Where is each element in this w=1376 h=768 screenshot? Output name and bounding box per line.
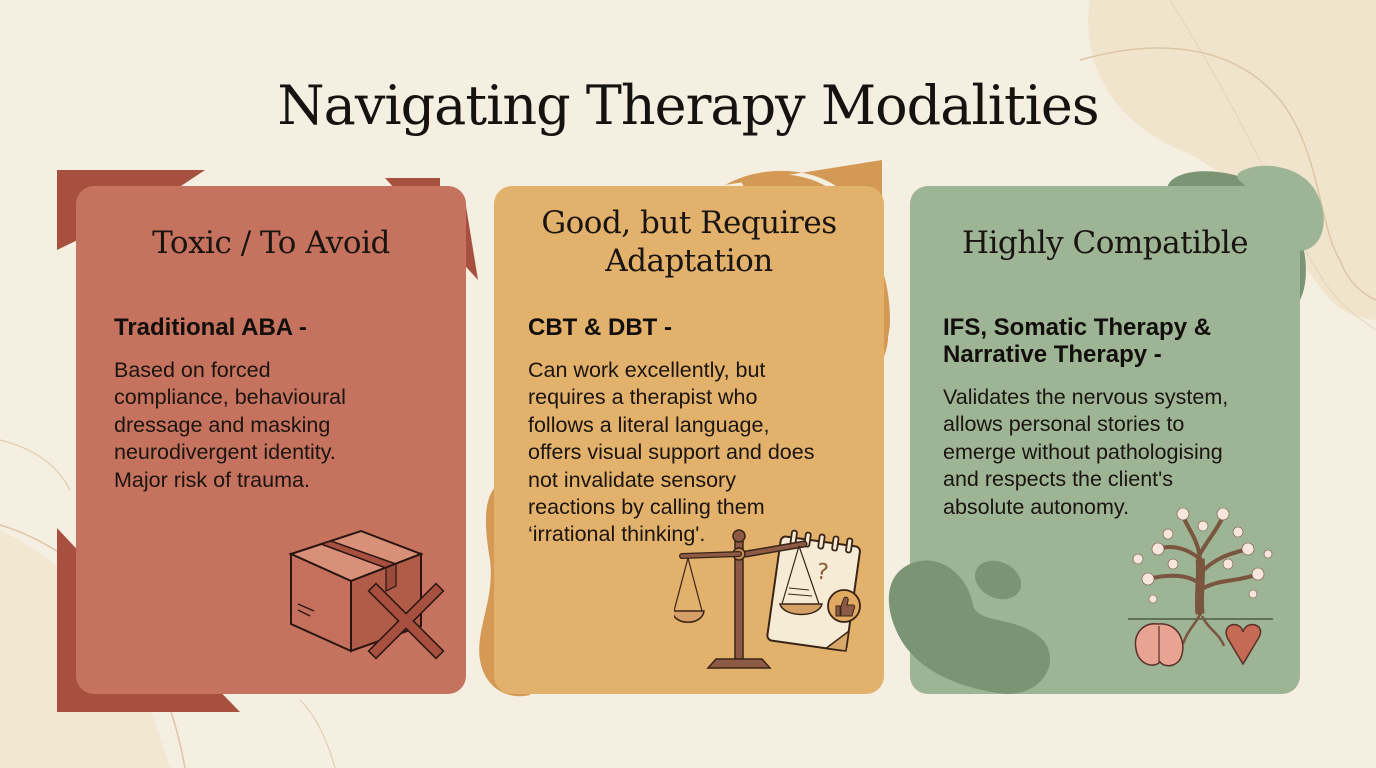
subheading-line: IFS, Somatic Therapy & <box>943 314 1212 341</box>
card-body: Can work excellently, but requires a the… <box>528 357 870 549</box>
body-line: and respects the client's <box>943 467 1173 492</box>
card-heading: Highly Compatible <box>961 225 1249 261</box>
compatible-card: Highly Compatible IFS, Somatic Therapy &… <box>910 186 1300 694</box>
body-line: absolute autonomy. <box>943 494 1130 519</box>
body-line: ‘irrational thinking'. <box>528 522 706 547</box>
body-line: Validates the nervous system, <box>943 385 1229 409</box>
body-line: requires a therapist who <box>528 385 758 410</box>
card-body: Validates the nervous system, allows per… <box>943 384 1286 521</box>
green-blob-bottom <box>888 560 1051 694</box>
body-line: not invalidate sensory <box>528 467 736 492</box>
card-body: Based on forced compliance, behavioural … <box>114 357 452 494</box>
crossed-out-box-icon <box>288 529 445 660</box>
body-line: follows a literal language, <box>528 412 770 437</box>
card-subheading: IFS, Somatic Therapy & Narrative Therapy… <box>943 314 1280 368</box>
card-subheading: CBT & DBT - <box>528 314 672 341</box>
body-line: Major risk of trauma. <box>114 467 310 492</box>
card-heading: Toxic / To Avoid <box>152 225 390 261</box>
slide-title: Navigating Therapy Modalities <box>277 74 1099 137</box>
body-line: Can work excellently, but <box>528 358 766 382</box>
card-heading: Good, but Requires Adaptation <box>494 204 884 280</box>
heading-line: Good, but Requires <box>541 205 837 241</box>
tree-brain-heart-icon <box>1128 507 1273 667</box>
body-line: dressage and masking <box>114 412 331 437</box>
body-line: reactions by calling them <box>528 495 765 520</box>
toxic-card: Toxic / To Avoid Traditional ABA - Based… <box>76 186 466 694</box>
body-line: Based on forced <box>114 358 271 382</box>
body-line: neurodivergent identity. <box>114 440 336 465</box>
body-line: compliance, behavioural <box>114 385 346 410</box>
card-subheading: Traditional ABA - <box>114 314 307 341</box>
heading-line: Adaptation <box>605 243 773 279</box>
body-line: emerge without pathologising <box>943 439 1223 464</box>
body-line: offers visual support and does <box>528 440 815 465</box>
scale-and-notepad-icon: ? <box>674 529 861 669</box>
body-line: allows personal stories to <box>943 412 1185 437</box>
subheading-line: Narrative Therapy - <box>943 341 1162 368</box>
adaptation-card: Good, but Requires Adaptation CBT & DBT … <box>494 186 884 694</box>
svg-text:?: ? <box>815 559 830 585</box>
